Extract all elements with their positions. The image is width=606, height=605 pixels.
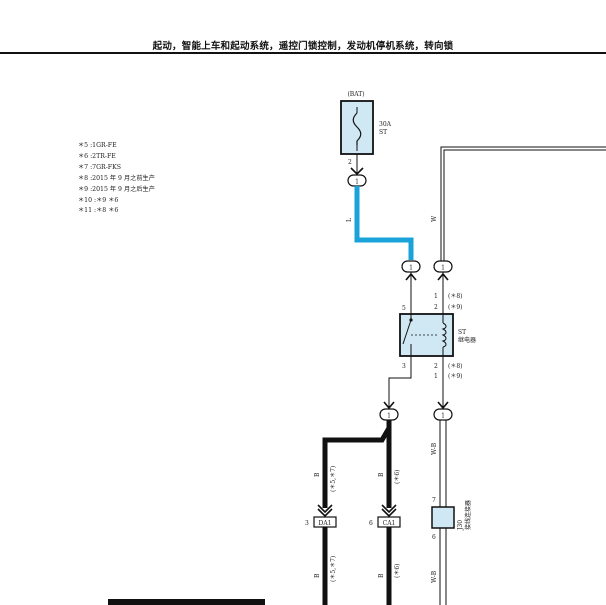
wire-color-b-b: B <box>378 472 385 477</box>
connector-arrow <box>381 504 397 514</box>
connector-arrow <box>405 272 417 281</box>
connector-arrow <box>381 508 397 518</box>
junction-label: 1 <box>441 413 445 420</box>
relay-name: ST <box>458 329 466 336</box>
junction-label: 1 <box>387 413 391 420</box>
wire-cond-b-b-low: (＊6) <box>394 564 401 579</box>
junction-label: 1 <box>441 265 445 272</box>
relay-pin-r-top-b: 2 <box>434 304 438 311</box>
relay-pin-3: 3 <box>402 363 406 370</box>
junction-label: 1 <box>409 265 413 272</box>
wire-color-b-a-low: B <box>314 573 321 578</box>
j30-pin-7: 7 <box>432 497 436 504</box>
j30-code: J30 <box>457 520 464 531</box>
ca1-pin: 6 <box>369 520 373 527</box>
wire-color-w: W <box>431 215 438 222</box>
relay-name-cn: 继电器 <box>458 336 476 344</box>
note-5: ＊5 :1GR-FE <box>78 142 117 149</box>
note-9: ＊9 :2015 年 9 月之后生产 <box>78 186 155 193</box>
relay-pin-r-bot-a: 2 <box>434 363 438 370</box>
junction-connector <box>433 408 453 421</box>
relay-switch-contact <box>402 319 412 345</box>
connector-arrow <box>350 167 364 176</box>
wire-cond-b-a: (＊5,＊7) <box>330 466 337 492</box>
wire-color-b-a: B <box>314 472 321 477</box>
connector-arrow <box>437 272 449 281</box>
relay-output-wire <box>388 356 412 408</box>
connector-arrow <box>437 401 449 410</box>
relay-pin-r-top-a: 1 <box>434 293 438 300</box>
note-8: ＊8 :2015 年 9 月之前生产 <box>78 175 155 182</box>
note-6: ＊6 :2TR-FE <box>78 153 116 160</box>
fuse-source-label: (BAT) <box>347 91 364 98</box>
fuse-icon <box>352 112 362 145</box>
j30-name: 接线连接器 <box>464 500 472 530</box>
st-relay-box <box>399 313 454 357</box>
ground-bar <box>108 599 265 605</box>
da1-pin: 3 <box>305 520 309 527</box>
wire-color-l: L <box>346 218 353 222</box>
junction-label: 1 <box>355 179 359 186</box>
da1-label: DA1 <box>319 520 332 527</box>
fuse-rating: 30A <box>379 121 392 128</box>
note-7: ＊7 :7GR-FKS <box>78 164 121 171</box>
fuse-pin: 2 <box>348 159 352 166</box>
connector-arrow <box>383 401 395 410</box>
note-10: ＊10 :＊9 ＊6 <box>78 197 119 204</box>
relay-cond-top-a: (＊8) <box>448 293 463 300</box>
relay-cond-top-b: (＊9) <box>448 304 463 311</box>
relay-cond-bot-a: (＊8) <box>448 363 463 370</box>
highlight-wire-l <box>354 186 414 260</box>
wire-cond-b-b: (＊6) <box>394 470 401 485</box>
relay-coil-icon <box>441 322 447 348</box>
note-11: ＊11 :＊8 ＊6 <box>78 207 119 214</box>
wire-color-b-b-low: B <box>378 573 385 578</box>
page-title: 起动，智能上车和起动系统，遥控门锁控制，发动机停机系统，转向锁 <box>152 41 454 52</box>
relay-cond-bot-b: (＊9) <box>448 373 463 380</box>
fuse-name: ST <box>379 129 387 136</box>
relay-pin-5: 5 <box>402 305 406 312</box>
wire-color-wb: W-B <box>431 442 438 455</box>
wire-color-wb-low: W-B <box>431 570 438 583</box>
wire-cond-b-a-low: (＊5,＊7) <box>330 556 337 582</box>
j30-pin-6: 6 <box>432 534 436 541</box>
connector-arrow <box>317 504 333 514</box>
relay-switch-pivot <box>409 318 413 322</box>
wire-b-left <box>322 420 392 508</box>
relay-pin-r-bot-b: 1 <box>434 373 438 380</box>
wire-w-inner <box>443 149 606 261</box>
title-divider <box>0 52 606 54</box>
j30-junction-connector <box>431 506 455 529</box>
ca1-label: CA1 <box>383 520 396 527</box>
connector-arrow <box>317 508 333 518</box>
wire-w-outer <box>440 146 606 261</box>
